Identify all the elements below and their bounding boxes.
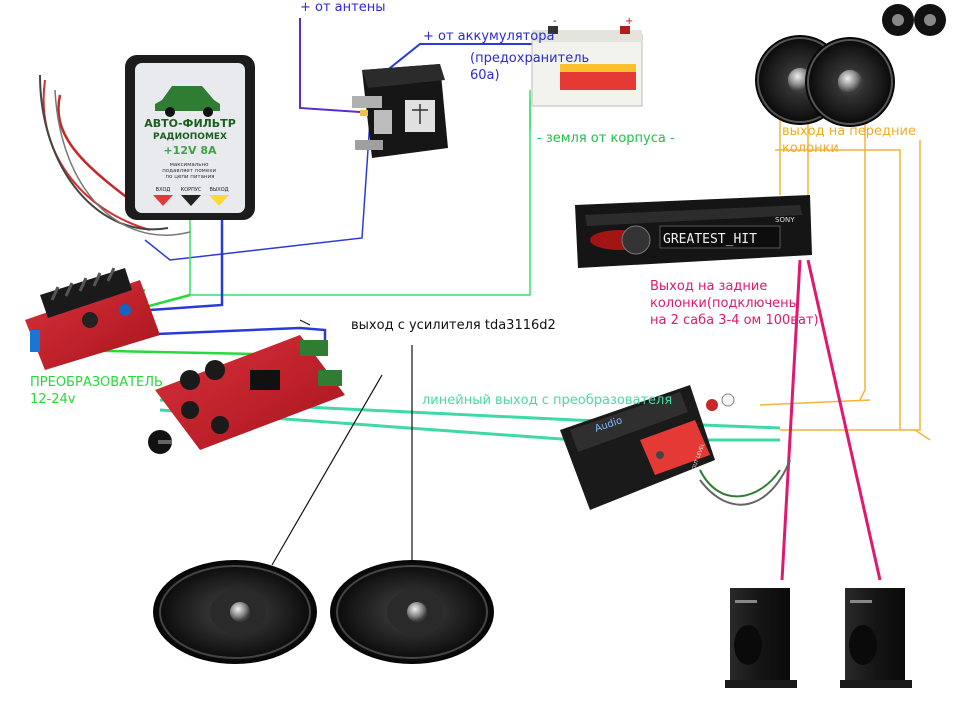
filter-title-1: АВТО-ФИЛЬТР xyxy=(144,117,236,130)
terminal-black xyxy=(181,195,201,206)
label-antenna: + от антены xyxy=(300,0,386,15)
battery-plus: + xyxy=(625,16,633,27)
terminal-red xyxy=(153,195,173,206)
front-speaker-right-cap xyxy=(838,70,862,94)
relay-pin-2 xyxy=(355,140,383,150)
speaker-oval-left-ring xyxy=(159,565,311,659)
amp-speaker-wire-2 xyxy=(271,374,383,566)
head-unit-display xyxy=(659,225,781,249)
converter-amp-blue xyxy=(59,326,327,345)
subwoofers xyxy=(725,588,912,688)
front-wire-3 xyxy=(775,149,901,430)
relay-top xyxy=(362,64,445,88)
front-wire-5 xyxy=(780,140,921,431)
filter-ground-label: КОРПУС xyxy=(181,187,202,193)
amplifier-board xyxy=(148,335,345,454)
battery-wire xyxy=(379,43,545,77)
rear-wire-2 xyxy=(806,259,882,581)
filter-in-label: ВХОД xyxy=(156,187,171,193)
tweeter-1-dome xyxy=(892,14,904,26)
label-battery: + от аккумулятора xyxy=(423,29,555,44)
rear-speakers xyxy=(153,560,494,664)
converter-inductor xyxy=(82,312,98,328)
filter-spec: +12V 8A xyxy=(163,144,217,157)
front-speaker-right-ring xyxy=(807,39,893,125)
line-converter-red xyxy=(640,420,710,475)
filter-title-2: РАДИОПОМЕХ xyxy=(153,132,227,142)
front-wire-4 xyxy=(859,110,866,401)
label-converter: ПРЕОБРАЗОВАТЕЛЬ 12-24v xyxy=(30,375,163,407)
sub-right-port xyxy=(849,625,877,665)
sub-right-logo xyxy=(850,600,872,603)
battery-top xyxy=(532,30,642,42)
front-speakers xyxy=(755,4,946,127)
speaker-oval-left-tweeter xyxy=(230,602,250,622)
front-wire-6 xyxy=(759,399,871,406)
relay-pin-3 xyxy=(374,110,392,134)
sub-left-port xyxy=(734,625,762,665)
converter-cap xyxy=(119,304,131,316)
sub-left-base xyxy=(725,680,797,688)
line-converter: Audio OUT LEVEL xyxy=(560,385,791,510)
head-unit-brand: SONY xyxy=(775,216,795,224)
amp-terminal-1 xyxy=(300,340,328,356)
line-converter-top xyxy=(570,392,688,452)
speaker-oval-right-ring xyxy=(336,565,488,659)
front-wire-7 xyxy=(914,429,931,441)
amp-cap-3 xyxy=(181,401,199,419)
car-icon xyxy=(155,86,220,117)
relay-symbol xyxy=(412,104,428,124)
relay-contact xyxy=(360,110,368,116)
battery-terminal-neg xyxy=(548,26,558,34)
volume-knob xyxy=(621,225,651,255)
converter-terminal-in xyxy=(30,330,40,352)
line-converter-lead-2 xyxy=(699,459,791,506)
battery-terminal-pos xyxy=(620,26,630,34)
amp-cap-2 xyxy=(205,360,225,380)
line-converter-trim xyxy=(656,451,664,459)
label-line-out: линейный выход с преобразователя xyxy=(422,393,673,408)
rca-white xyxy=(721,393,735,407)
amp-cap-1 xyxy=(180,370,200,390)
heatsink-fins xyxy=(50,267,116,301)
amp-chip xyxy=(250,370,280,390)
tiny-wire xyxy=(299,319,311,326)
filter-desc-1: максимально xyxy=(170,162,209,168)
relay xyxy=(352,64,448,158)
noise-filter: АВТО-ФИЛЬТР РАДИОПОМЕХ +12V 8A максималь… xyxy=(39,55,255,236)
relay-pin-1 xyxy=(352,96,382,108)
tweeter-2-dome xyxy=(924,14,936,26)
label-fuse: (предохранитель 60а) xyxy=(470,51,590,83)
battery-stripe xyxy=(560,64,636,72)
filter-out-label: ВЫХОД xyxy=(209,187,228,193)
amp-pcb xyxy=(155,335,345,450)
label-rear-out: Выход на задние колонки(подключены на 2 … xyxy=(650,279,819,328)
head-unit-display-text: GREATEST_HIT xyxy=(663,232,757,247)
ground-wire xyxy=(189,90,531,296)
line-converter-lead-1 xyxy=(699,469,781,498)
rca-red xyxy=(706,399,718,411)
amp-knob-shaft xyxy=(158,440,172,444)
filter-desc: максимально подавляет помехи по цепи пит… xyxy=(162,162,218,180)
sub-left-logo xyxy=(735,600,757,603)
relay-to-filter-wire xyxy=(144,119,371,261)
sub-right-base xyxy=(840,680,912,688)
terminal-yellow xyxy=(209,195,229,206)
speaker-oval-right-tweeter xyxy=(407,602,427,622)
antenna-wire xyxy=(299,18,361,113)
head-unit: GREATEST_HIT SONY xyxy=(575,195,812,268)
filter-out-wire xyxy=(149,215,224,312)
filter-desc-3: по цепи питания xyxy=(166,174,215,180)
head-unit-slot xyxy=(585,205,802,226)
label-ground: - земля от корпуса - xyxy=(537,131,675,146)
battery: + - xyxy=(531,16,643,107)
amp-terminal-2 xyxy=(318,370,342,386)
rear-wire-1 xyxy=(780,259,802,581)
filter-desc-2: подавляет помехи xyxy=(162,168,216,174)
battery-minus: - xyxy=(553,16,557,27)
label-amp-out: выход с усилителя tda3116d2 xyxy=(351,318,556,333)
label-front-out: выход на передние колонки xyxy=(782,124,916,156)
amp-cap-4 xyxy=(211,416,229,434)
converter-board xyxy=(25,267,160,370)
